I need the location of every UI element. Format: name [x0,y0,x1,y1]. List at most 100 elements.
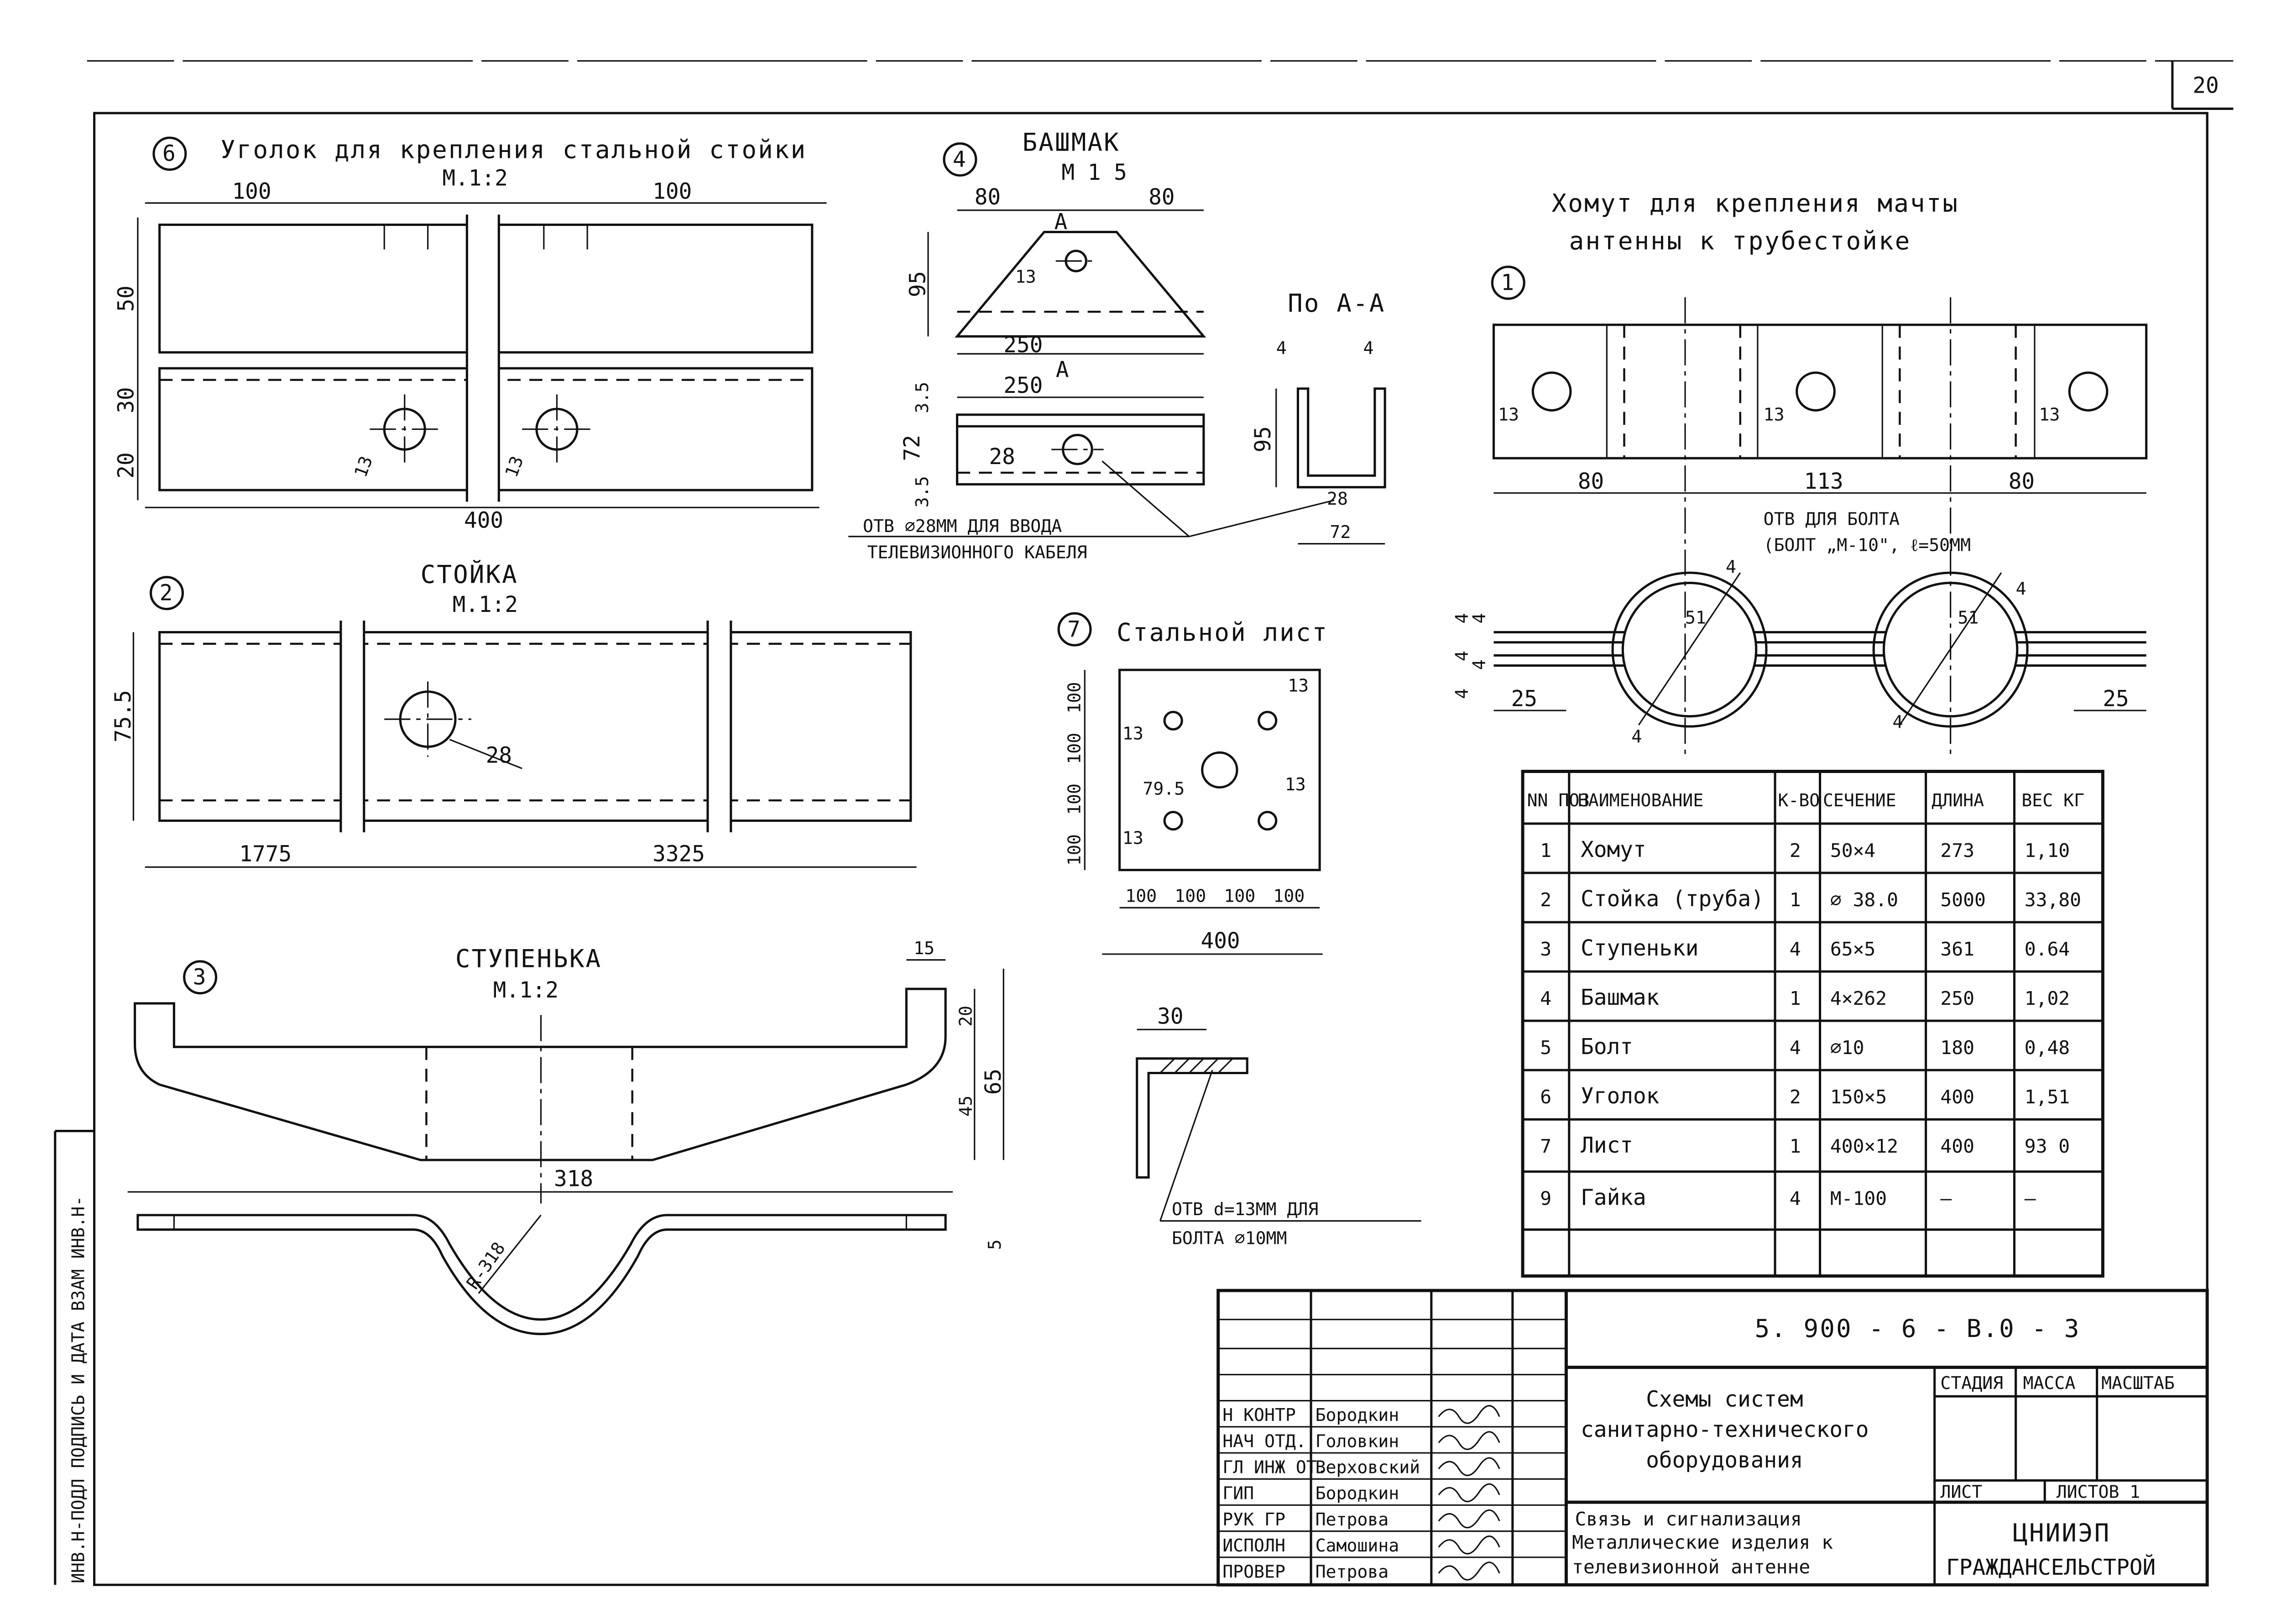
drawing-frame [93,112,2208,1586]
spec-cell-weight: 33,80 [2025,889,2081,911]
spec-cell-name: Лист [1581,1133,1633,1158]
detail-4-number: 4 [953,147,966,172]
detail-2-number: 2 [160,581,173,606]
detail-1-dim-e1: 25 [1511,687,1537,712]
detail-1-dim-t4: 4 [1469,659,1489,670]
detail-6-title: Уголок для крепления стальной стойки [220,135,807,164]
signature-role: НАЧ ОТД. [1222,1431,1306,1451]
spec-cell-name: Стойка (труба) [1581,887,1764,912]
detail-6-dim-h2: 30 [114,387,139,413]
angle-section: 30 ОТВ d=13ММ ДЛЯ БОЛТА ⌀10ММ [1136,1004,1421,1248]
spec-cell-num: 3 [1540,938,1551,960]
section-a-a-dim-h: 95 [1251,426,1276,452]
detail-4-dim-t: 3.5 [912,382,932,413]
signature-role: Н КОНТР [1222,1405,1296,1425]
spec-cell-weight: 1,51 [2025,1086,2070,1108]
detail-2-dim-l1: 1775 [239,842,292,867]
detail-7-number: 7 [1067,617,1081,642]
detail-7-dim-v1: 100 [1065,682,1085,714]
detail-7-steel-plate: 7 Стальной лист 13 13 13 13 79.5 100 100… [1057,612,1328,955]
spec-cell-name: Башмак [1581,985,1659,1010]
detail-3-dim-h2: 45 [955,1096,976,1117]
detail-1-dim-d-2: 51 [1958,607,1979,627]
detail-6-scale: М.1:2 [442,166,507,191]
detail-2-dim-h: 75.5 [111,690,136,742]
spec-header-num: NN ПОЗ [1527,790,1590,810]
spec-cell-weight: — [2025,1188,2036,1210]
angle-dim-width: 30 [1157,1004,1183,1029]
detail-2-title: СТОЙКА [421,560,518,589]
signature-scribble [1438,1535,1500,1555]
spec-cell-weight: 0,48 [2025,1037,2070,1059]
spec-cell-weight: 1,10 [2025,840,2070,862]
signature-role: РУК ГР [1222,1509,1285,1530]
sheet-label: ЛИСТ [1940,1482,1982,1502]
detail-4-dim-t2: 3.5 [912,476,932,507]
spec-cell-length: 273 [1940,840,1974,862]
detail-7-dim-h3: 100 [1224,886,1255,906]
spec-cell-qty: 1 [1790,987,1801,1009]
detail-7-dim-h2: 100 [1175,886,1206,906]
subtitle-line-2: Металлические изделия к [1572,1531,1833,1553]
spec-cell-length: 5000 [1940,889,1985,911]
org-line-1: ЦНИИЭП [2013,1519,2110,1547]
spec-cell-name: Болт [1581,1034,1633,1060]
detail-4-hole2: 28 [989,444,1015,470]
spec-cell-num: 4 [1540,987,1551,1009]
signature-name: Бородкин [1316,1483,1399,1504]
detail-7-title: Стальной лист [1117,618,1328,647]
spec-cell-name: Хомут [1581,837,1646,862]
detail-1-note-1: ОТВ ДЛЯ БОЛТА [1764,509,1900,529]
spec-cell-qty: 2 [1790,1086,1801,1108]
detail-7-dim-h1: 100 [1125,886,1157,906]
stage-label: СТАДИЯ [1940,1373,2003,1393]
detail-3-scale: М.1:2 [493,978,559,1003]
mass-label: МАССА [2023,1373,2076,1393]
detail-7-dim-v4: 100 [1065,834,1085,866]
spec-cell-length: 180 [1940,1037,1974,1059]
detail-6-hole-2: 13 [501,454,527,480]
detail-7-dim-h4: 100 [1273,886,1305,906]
title-line-3: оборудования [1646,1448,1803,1473]
signature-name: Верховский [1316,1457,1420,1478]
detail-4-note-1: ОТВ ⌀28ММ ДЛЯ ВВОДА [863,516,1062,536]
detail-3-dim-h3: 65 [981,1069,1006,1095]
detail-2-post: 2 СТОЙКА М.1:2 28 75.5 1775 3325 [111,560,917,868]
spec-cell-num: 6 [1540,1086,1551,1108]
detail-6-dim-h1: 50 [114,286,139,312]
detail-1-dim-t3: 4 [1451,651,1472,661]
spec-cell-num: 7 [1540,1135,1551,1157]
detail-3-number: 3 [193,965,206,990]
scale-label: МАСШТАБ [2101,1373,2175,1393]
detail-1-number: 1 [1501,271,1514,296]
signature-role: ГИП [1222,1483,1254,1504]
spec-cell-length: 400 [1940,1086,1974,1108]
detail-1-dim-r3: 4 [1631,726,1642,747]
detail-4-dim-h2: 72 [900,435,925,461]
detail-3-dim-t: 5 [985,1239,1005,1250]
spec-cell-length: 250 [1940,987,1974,1009]
detail-6-hole-1: 13 [350,454,376,480]
detail-7-hole-d: 13 [1122,828,1143,848]
detail-4-section-mark-bottom: А [1056,357,1069,382]
title-block: 5. 900 - 6 - В.0 - 3 Схемы систем санита… [1216,1289,2209,1587]
spec-cell-section: М-100 [1830,1188,1887,1210]
spec-cell-weight: 0.64 [2025,938,2070,960]
detail-1-title-1: Хомут для крепления мачты [1552,189,1959,218]
detail-1-dim-t1: 4 [1451,613,1472,623]
detail-7-dim-v2: 100 [1065,733,1085,764]
spec-cell-qty: 4 [1790,1037,1801,1059]
spec-cell-section: 4×262 [1830,987,1887,1009]
sheet-number-box: 20 [2171,61,2234,110]
detail-7-dim-total: 400 [1201,929,1240,954]
detail-1-hole-3: 13 [2039,405,2060,425]
signature-name: Бородкин [1316,1405,1399,1425]
spec-header-name: НАИМЕНОВАНИЕ [1578,790,1703,810]
spec-cell-num: 1 [1540,840,1551,862]
signature-scribble [1438,1561,1500,1581]
detail-1-dim-d-1: 51 [1685,607,1706,627]
detail-1-title-2: антенны к трубестойке [1569,227,1911,256]
spec-cell-qty: 4 [1790,938,1801,960]
